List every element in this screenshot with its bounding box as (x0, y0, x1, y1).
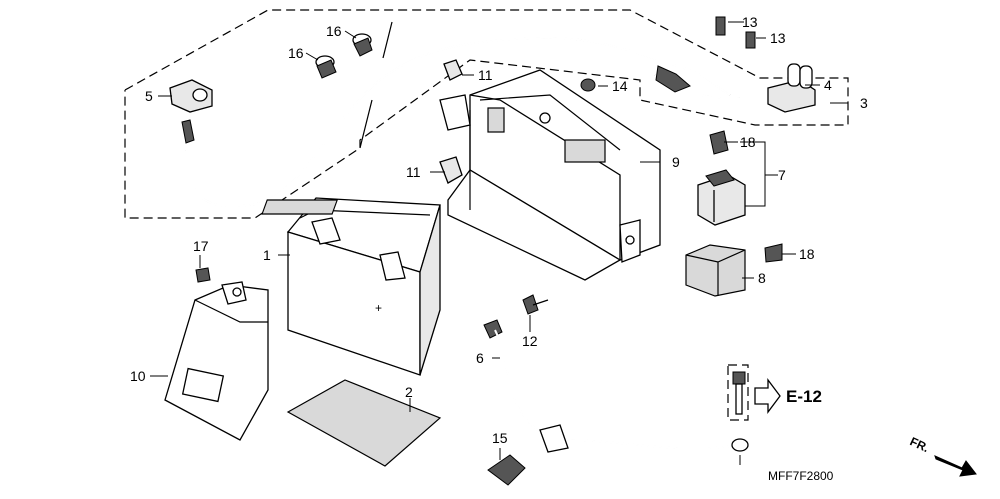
ground-cable-part (483, 319, 749, 453)
callout-3: 3 (860, 95, 868, 111)
relay-part (697, 130, 746, 226)
callout-5: 5 (145, 88, 153, 104)
clip-group-divider-2 (359, 99, 373, 149)
bolt-12 (522, 294, 549, 315)
callout-4: 4 (824, 77, 832, 93)
callout-2: 2 (405, 384, 413, 400)
callout-11-clip: 11 (406, 164, 421, 180)
direction-label: FR. (908, 434, 931, 455)
front-direction-arrow-icon (934, 455, 977, 477)
callout-1: 1 (263, 247, 271, 263)
clip-group-divider (382, 21, 393, 59)
reference-label: E-12 (786, 387, 822, 406)
main-cable-inner (185, 36, 731, 208)
callout-13-upper: 13 (742, 14, 758, 30)
callout-11-nut: 11 (478, 67, 493, 83)
callout-7: 7 (778, 167, 786, 183)
callout-17: 17 (193, 238, 209, 254)
ground-bolt (727, 364, 749, 421)
relay-cover-part (685, 243, 783, 297)
callout-6: 6 (476, 350, 484, 366)
callout-16-upper: 16 (326, 23, 342, 39)
callout-18-cover: 18 (799, 246, 815, 262)
battery-part: + (261, 197, 441, 376)
reference-arrow-icon (754, 378, 781, 414)
terminal-cap-part (169, 79, 213, 144)
callout-8: 8 (758, 270, 766, 286)
battery-cover-part (164, 281, 269, 441)
callout-10: 10 (130, 368, 146, 384)
grommet-14 (580, 78, 596, 92)
connector-part (767, 63, 816, 113)
callout-14: 14 (612, 78, 628, 94)
cable-assembly-outline (124, 9, 849, 219)
leader-lines (150, 21, 848, 465)
callout-18-relay: 18 (740, 134, 756, 150)
cable-connector-block (655, 65, 691, 93)
nut-11-part (439, 59, 463, 184)
cable-clips (315, 33, 373, 79)
callout-16-lower: 16 (288, 45, 304, 61)
bolt-17 (195, 267, 211, 283)
callout-15: 15 (492, 430, 508, 446)
callout-9: 9 (672, 154, 680, 170)
callout-13-lower: 13 (770, 30, 786, 46)
svg-text:+: + (375, 301, 382, 315)
battery-pad-part (286, 379, 442, 467)
diagram-code: MFF7F2800 (768, 469, 834, 483)
bolts-13 (715, 16, 756, 49)
callout-12: 12 (522, 333, 538, 349)
clamp-15 (487, 454, 526, 486)
battery-box-part (439, 69, 661, 281)
